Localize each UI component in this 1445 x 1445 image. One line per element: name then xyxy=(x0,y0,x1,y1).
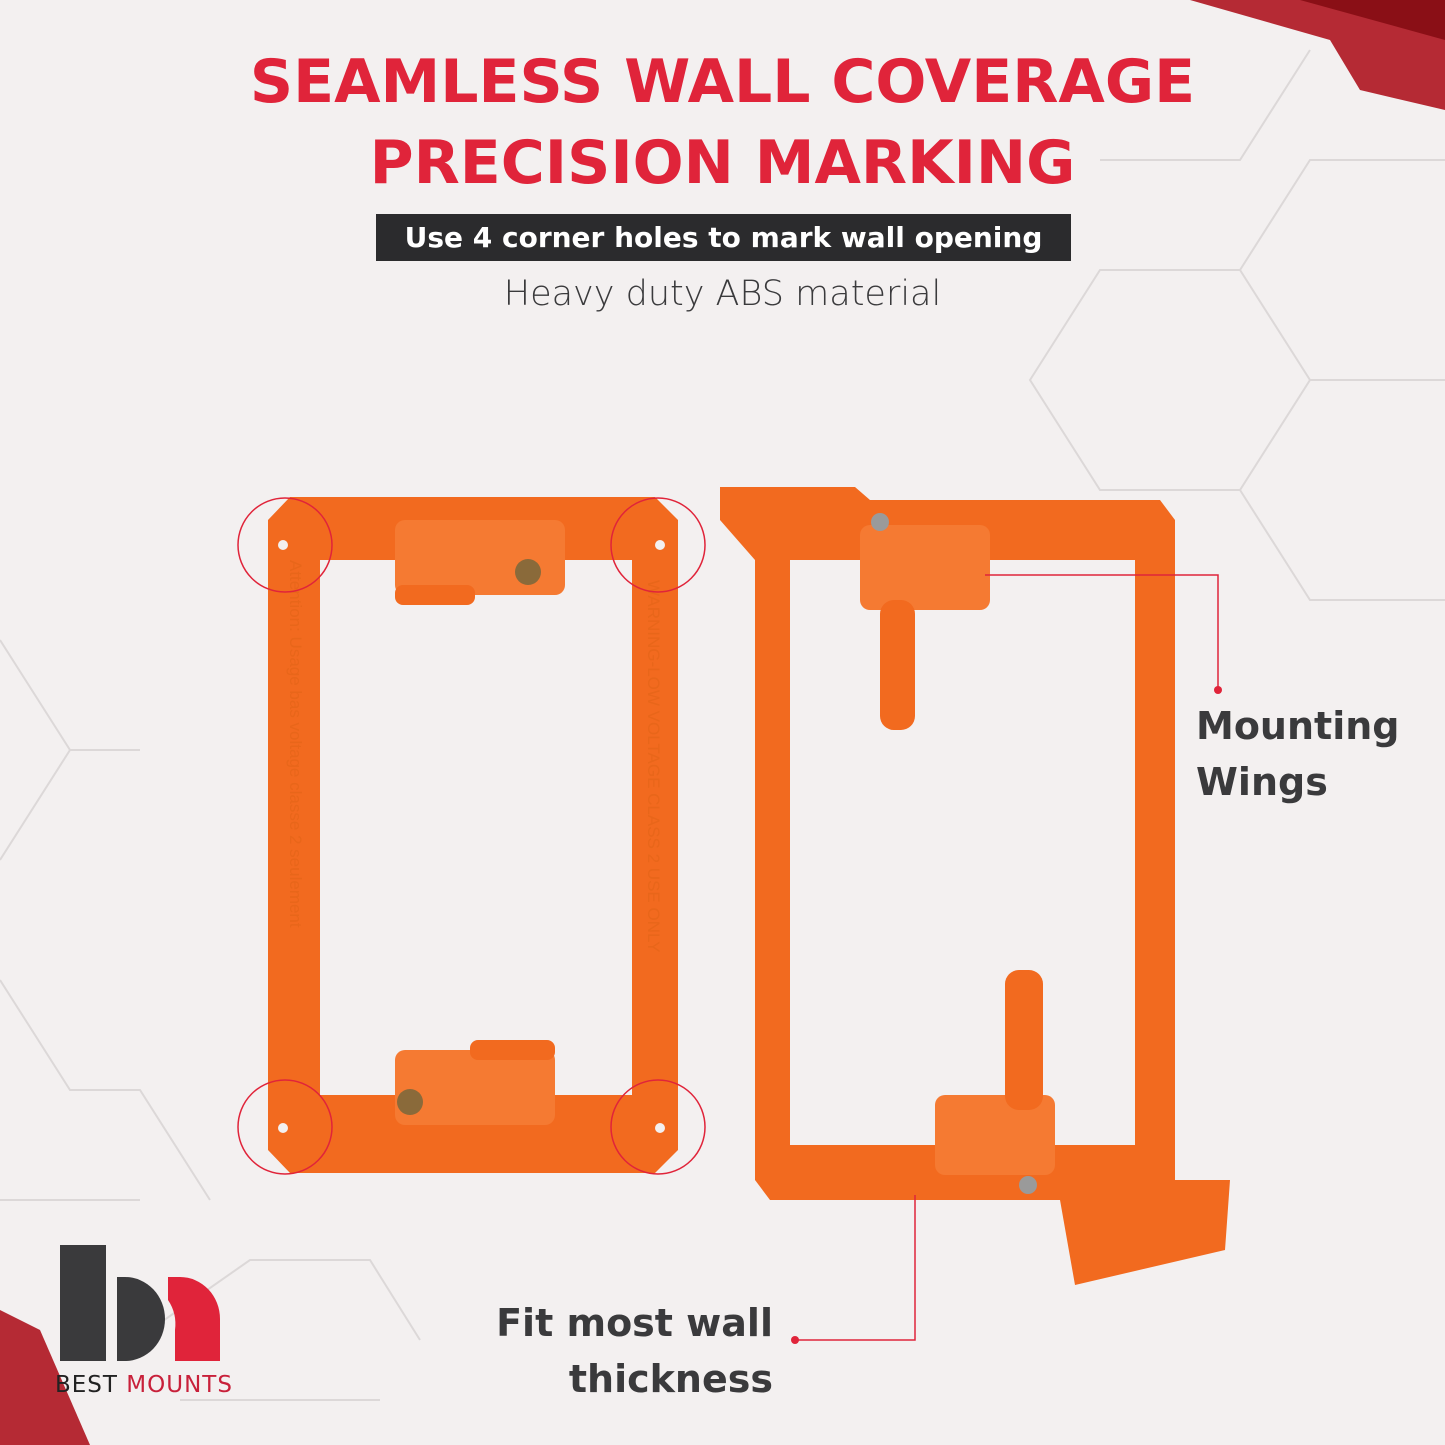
corner-accent-bottom xyxy=(0,1310,90,1445)
instruction-banner: Use 4 corner holes to mark wall opening xyxy=(376,214,1071,261)
callout-wall-thickness: Fit most wall thickness xyxy=(496,1295,773,1407)
corner-hole-highlights xyxy=(237,497,706,1175)
brand-word-best: BEST xyxy=(55,1372,118,1398)
material-subtitle: Heavy duty ABS material xyxy=(503,274,942,314)
headline-line-1: SEAMLESS WALL COVERAGE xyxy=(249,47,1196,117)
callout-mounting-wings: Mounting Wings xyxy=(1196,698,1399,810)
headline-line-2: PRECISION MARKING xyxy=(369,128,1076,198)
brand-name: BEST MOUNTS xyxy=(55,1372,233,1398)
callout-lines xyxy=(795,574,1219,1341)
callout-line: Mounting xyxy=(1196,704,1400,748)
best-mounts-logo xyxy=(60,1245,220,1361)
molded-attention-text: Attention: Usage bas voltage classe 2 se… xyxy=(286,560,305,928)
corner-accent-top-dark xyxy=(1300,0,1445,40)
molded-warning-text: WARNING-LOW VOLTAGE CLASS 2 USE ONLY xyxy=(644,580,663,953)
corner-accent-top xyxy=(1190,0,1445,110)
callout-line: Wings xyxy=(1196,760,1328,804)
hex-pattern xyxy=(0,49,1445,1401)
right-mounting-bracket xyxy=(720,487,1230,1285)
callout-dot xyxy=(791,1336,799,1344)
callout-dot xyxy=(1214,686,1222,694)
callout-line: thickness xyxy=(568,1357,773,1401)
left-mounting-bracket: WARNING-LOW VOLTAGE CLASS 2 USE ONLY Att… xyxy=(268,497,678,1173)
callout-line: Fit most wall xyxy=(496,1301,773,1345)
brand-word-mounts: MOUNTS xyxy=(126,1372,233,1398)
